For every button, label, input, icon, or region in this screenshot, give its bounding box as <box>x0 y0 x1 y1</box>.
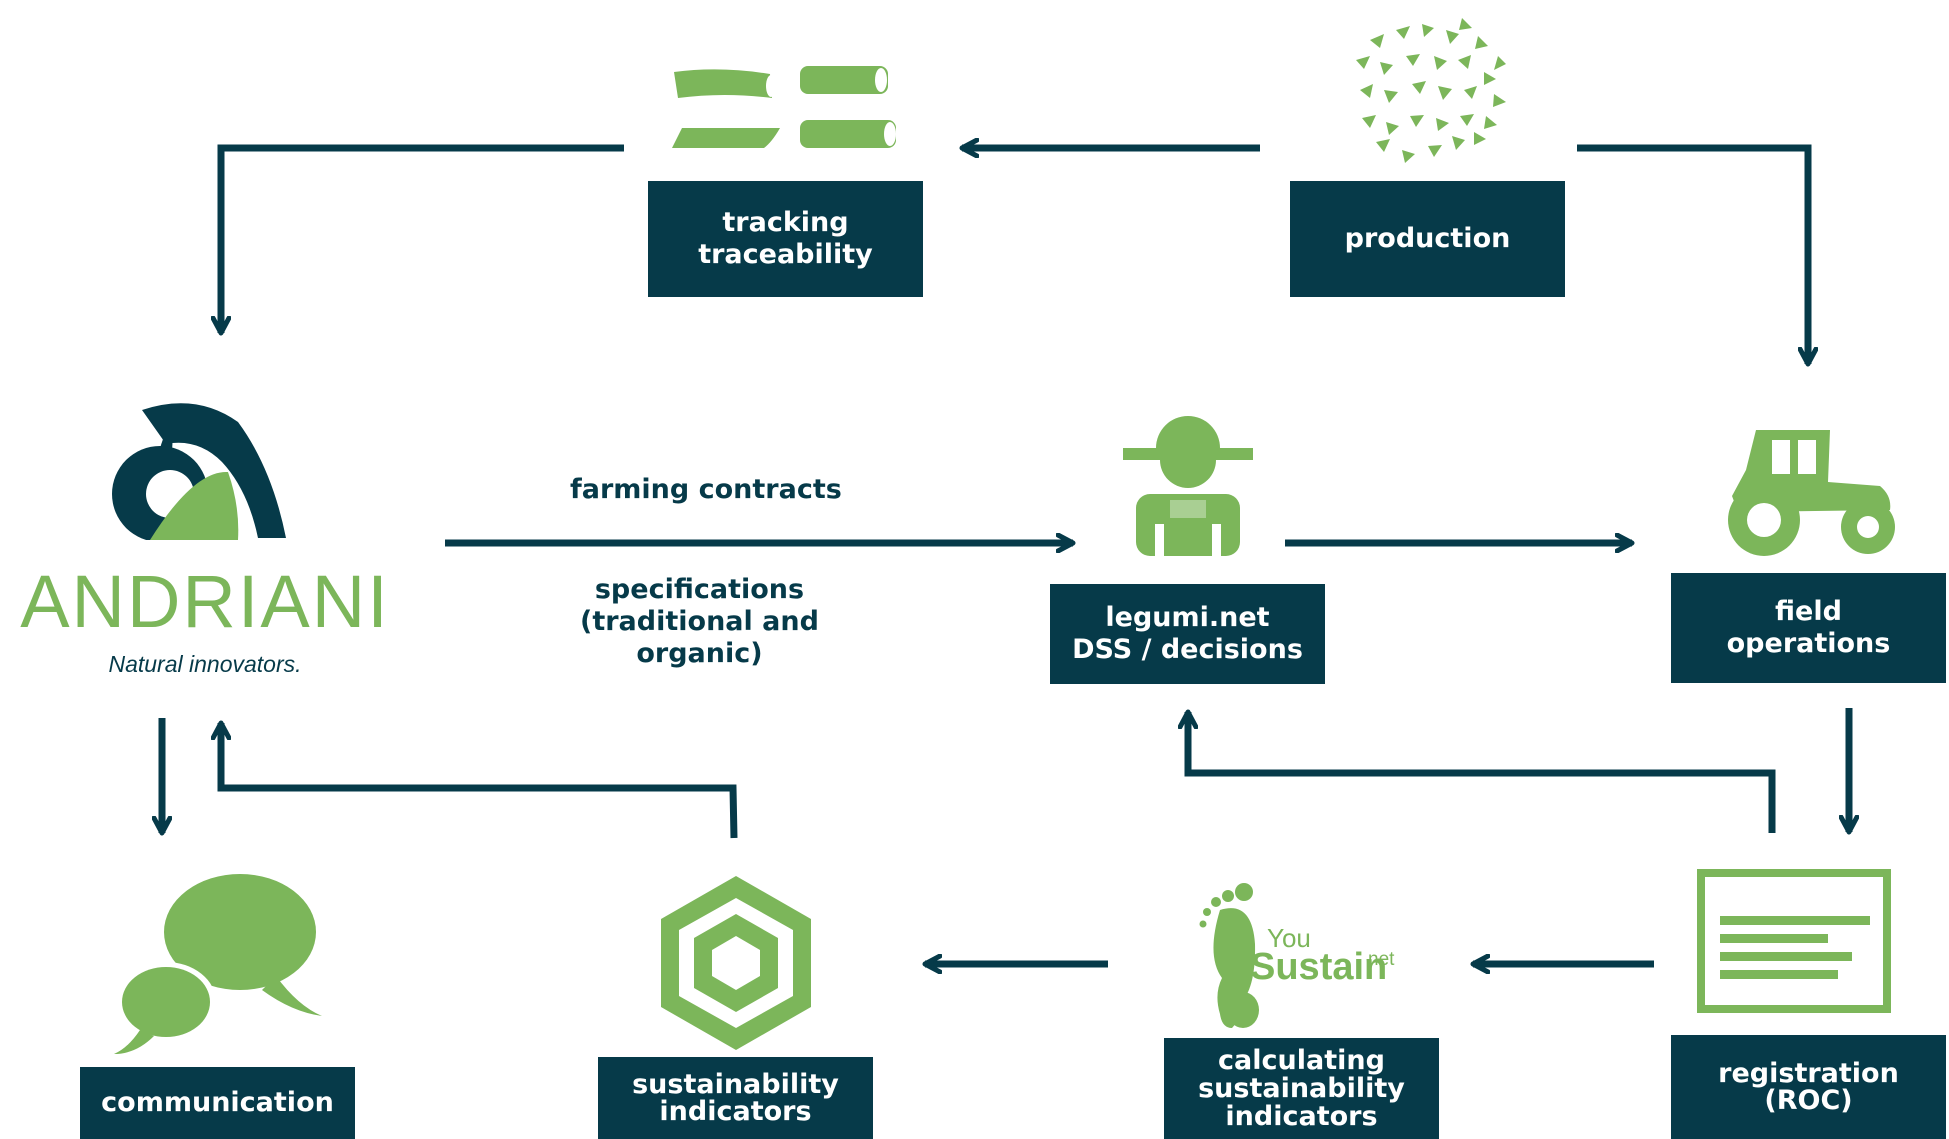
node-label: tracking <box>722 207 849 238</box>
node-label: field <box>1775 596 1842 627</box>
node-label: legumi.net <box>1105 602 1270 633</box>
node-calculating-sustainability: calculating sustainability indicators <box>1164 1038 1439 1139</box>
specifications-line-1: specifications <box>594 574 805 605</box>
arrow-sustainability-to-andriani <box>221 723 738 839</box>
node-label: sustainability <box>1198 1072 1405 1104</box>
specifications-label: specifications (traditional and organic) <box>580 574 819 670</box>
farming-contracts-label: farming contracts <box>570 474 842 506</box>
yousustain-sustain-text: Sustain <box>1250 946 1388 988</box>
node-field-operations: field operations <box>1671 573 1946 683</box>
node-label: (ROC) <box>1764 1085 1853 1116</box>
node-label: calculating <box>1218 1044 1385 1076</box>
node-label: indicators <box>659 1096 812 1127</box>
document-icon <box>1697 869 1891 1013</box>
farmer-icon <box>1123 416 1253 556</box>
footprint-icon <box>1199 883 1259 1028</box>
node-label: traceability <box>698 239 873 270</box>
node-label: communication <box>101 1087 334 1118</box>
node-label: sustainability <box>632 1069 839 1100</box>
seeds-icon <box>1356 18 1506 163</box>
node-production: production <box>1290 181 1565 297</box>
yousustain-you-text: You <box>1267 923 1311 953</box>
arrow-tracking-to-andriani <box>221 144 624 333</box>
arrow-registration-to-legumi <box>1188 712 1776 833</box>
node-registration: registration (ROC) <box>1671 1035 1946 1139</box>
node-label: production <box>1344 223 1511 254</box>
specifications-line-3: organic) <box>636 638 763 669</box>
andriani-logo-icon <box>112 403 286 552</box>
hexagon-icon <box>661 876 811 1050</box>
node-label: indicators <box>1225 1100 1378 1132</box>
arrow-production-to-field <box>1577 144 1808 364</box>
speech-bubbles-icon <box>114 874 322 1054</box>
yousustain-net-text: net <box>1368 949 1395 970</box>
tractor-icon <box>1728 430 1895 556</box>
node-legumi-net: legumi.net DSS / decisions <box>1050 584 1325 684</box>
node-sustainability-indicators: sustainability indicators <box>598 1057 873 1139</box>
andriani-wordmark: ANDRIANI <box>20 560 390 643</box>
node-label: registration <box>1718 1058 1899 1089</box>
farming-contracts-text: farming contracts <box>570 474 842 505</box>
specifications-line-2: (traditional and <box>580 606 819 637</box>
node-tracking-traceability: tracking traceability <box>648 181 923 297</box>
node-label: operations <box>1726 628 1891 659</box>
node-label: DSS / decisions <box>1072 634 1303 665</box>
node-communication: communication <box>80 1067 355 1139</box>
pasta-icon <box>672 66 896 148</box>
andriani-tagline: Natural innovators. <box>108 651 302 677</box>
